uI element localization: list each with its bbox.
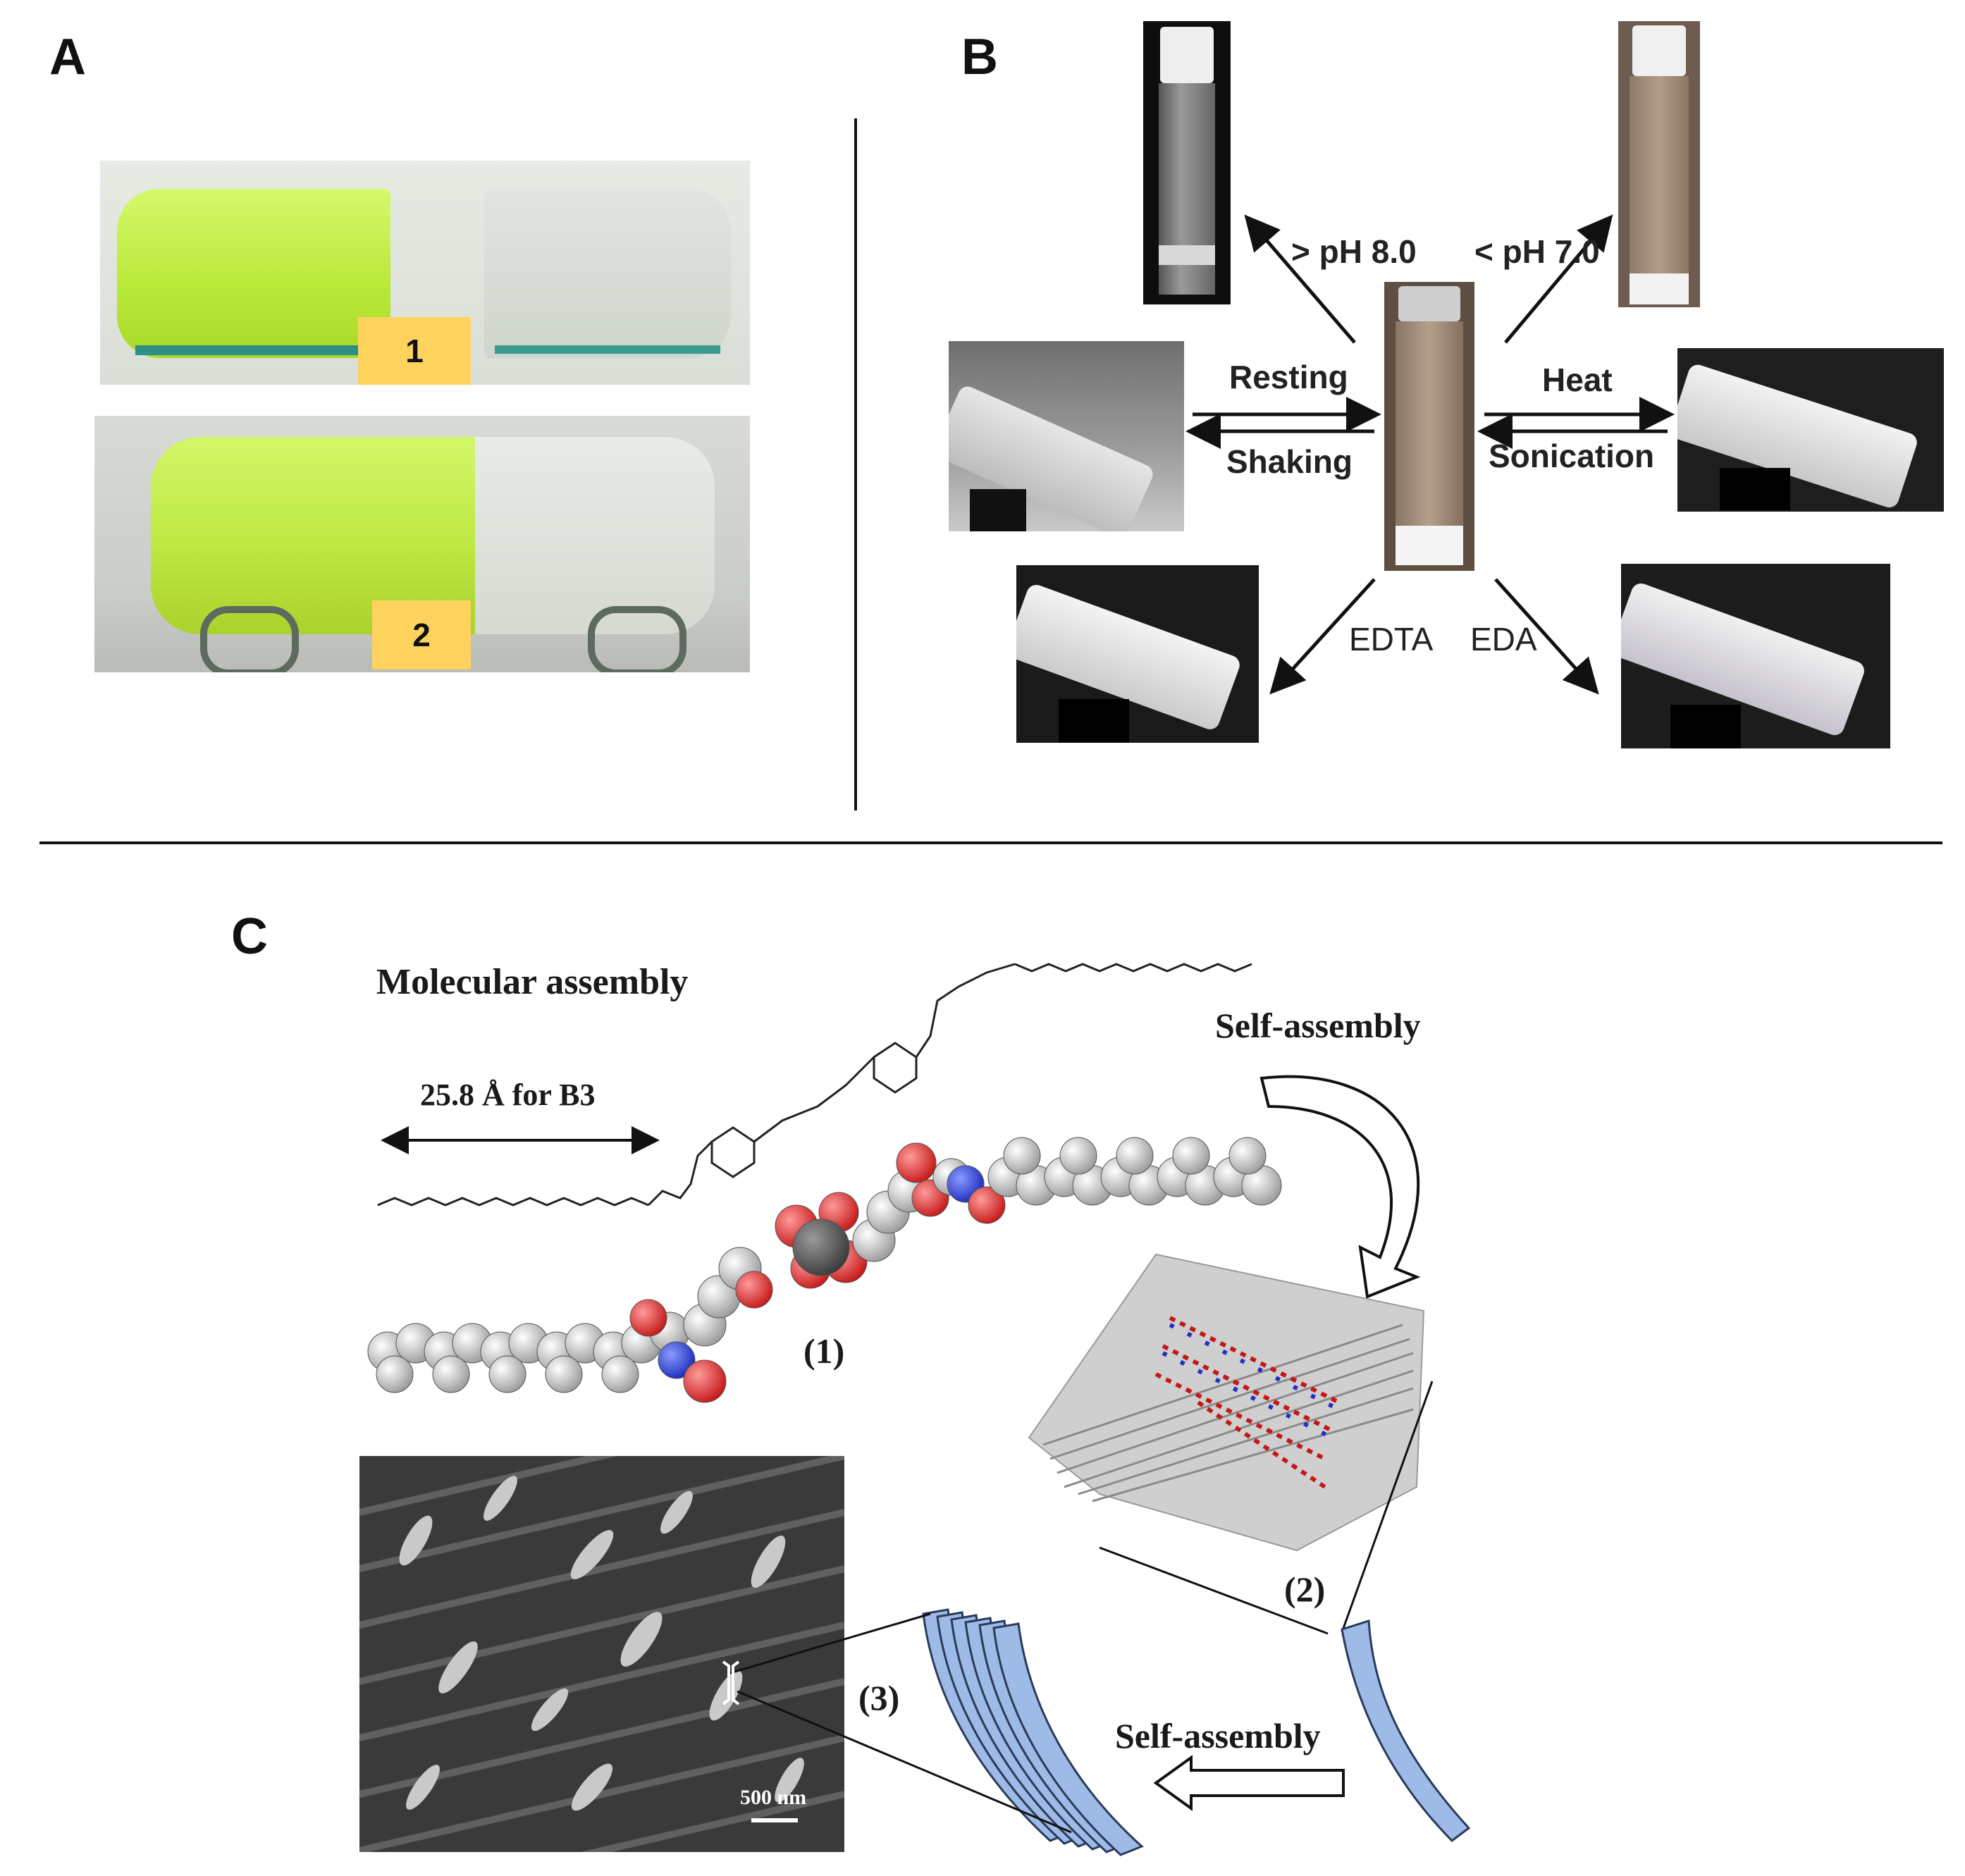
clear-gel-cylinder: [484, 189, 731, 358]
vial-photo-resting: [949, 341, 1184, 531]
panel-a-photo-1: [100, 161, 750, 385]
vial-body-brown: [1630, 76, 1689, 273]
self-assembly-label-bottom: Self-assembly: [1115, 1716, 1321, 1755]
tem-micrograph: 500 nm: [359, 1456, 844, 1852]
fiber-bracket-marker: [722, 1660, 740, 1705]
distance-label: 25.8 Å for B3: [420, 1078, 596, 1112]
space-filling-molecule-1: [367, 1247, 773, 1403]
clear-gel-half: [475, 437, 715, 634]
glass-slide-edge: [495, 345, 720, 354]
vial-body-brown: [1396, 321, 1463, 526]
vial-stand: [1720, 468, 1790, 510]
panel-a-letter: A: [49, 29, 86, 85]
skeletal-structure: [647, 963, 1016, 1207]
panel-b-letter: B: [961, 29, 998, 85]
glass-slide-edge: [135, 345, 382, 355]
space-filling-molecule-2: [852, 1137, 1282, 1262]
vertical-divider: [854, 118, 857, 810]
alkyl-chain-top: [1014, 963, 1252, 973]
self-assembly-label-top: Self-assembly: [1215, 1006, 1421, 1045]
vial-gel: [1396, 526, 1463, 565]
label-ph-high: > pH 8.0: [1291, 233, 1417, 270]
panel-c-letter: C: [231, 908, 268, 965]
photo-tag-1: 1: [358, 317, 471, 385]
vial-cap: [1160, 27, 1214, 83]
label-shaking: Shaking: [1226, 443, 1353, 480]
vial-cap: [1632, 25, 1686, 76]
curved-self-assembly-arrow: [1259, 1075, 1421, 1299]
vial-photo-eda: [1621, 564, 1890, 748]
zoom-lines-micrograph: [729, 1612, 1072, 1834]
alkyl-chain-bottom: [377, 1197, 649, 1207]
green-gel-cylinder: [117, 189, 390, 358]
vial-photo-center: [1384, 282, 1474, 571]
vial-photo-ph-high: [1143, 21, 1231, 304]
step-3-label: (3): [858, 1678, 900, 1717]
arrow-edta: [1269, 578, 1376, 695]
label-sonication: Sonication: [1489, 438, 1655, 474]
scale-bar-label: 500 nm: [740, 1786, 807, 1809]
vial-cap: [1398, 286, 1460, 321]
label-edta: EDTA: [1349, 621, 1434, 658]
clip-support: [588, 606, 686, 672]
zoom-lines-lattice: [1099, 1381, 1434, 1635]
step-2-label: (2): [1284, 1569, 1326, 1609]
stacked-sheets: [922, 1608, 1144, 1856]
arrow-to-ph-low: [1504, 214, 1613, 344]
vial-stand: [1670, 705, 1741, 748]
step-1-label: (1): [803, 1331, 845, 1371]
arrow-to-ph-high: [1244, 214, 1356, 344]
molecular-assembly-title: Molecular assembly: [376, 962, 689, 1002]
vial-sediment: [1159, 245, 1215, 265]
clip-support: [200, 606, 299, 672]
vial-gel: [1630, 273, 1689, 304]
vial-stand: [970, 489, 1026, 531]
horizontal-divider: [39, 841, 1942, 844]
crystal-lattice: [1028, 1253, 1425, 1552]
single-fiber: [1341, 1619, 1471, 1842]
vial-photo-heat: [1677, 348, 1944, 512]
label-eda: EDA: [1470, 621, 1537, 658]
label-heat: Heat: [1542, 362, 1613, 398]
vial-photo-edta: [1016, 565, 1259, 743]
nickel-center: [775, 1192, 868, 1289]
label-ph-low: < pH 7.0: [1474, 233, 1600, 270]
vial-photo-ph-low: [1618, 21, 1700, 307]
label-resting: Resting: [1229, 359, 1348, 395]
straight-self-assembly-arrow: [1153, 1755, 1345, 1811]
arrow-eda: [1494, 578, 1599, 695]
micrograph-texture: [359, 1456, 844, 1852]
photo-tag-2: 2: [372, 600, 471, 669]
vial-stand: [1059, 699, 1129, 743]
